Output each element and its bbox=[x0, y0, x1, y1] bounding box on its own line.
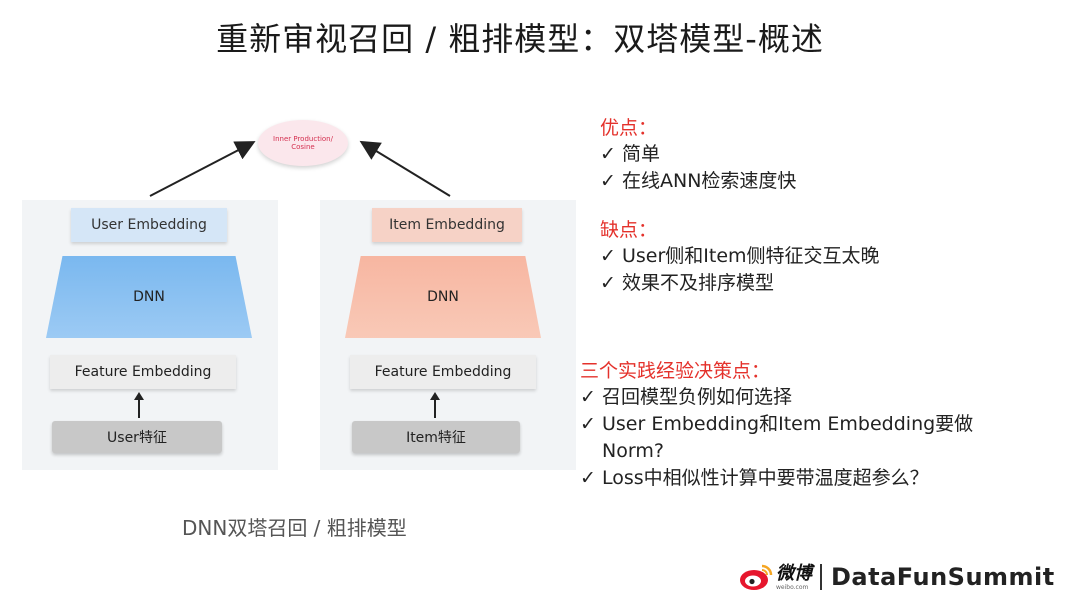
practice-item: 召回模型负例如何选择 bbox=[602, 386, 793, 408]
list-item: ✓ 在线ANN检索速度快 bbox=[600, 168, 796, 195]
list-item: ✓ 简单 bbox=[600, 141, 796, 168]
check-icon: ✓ bbox=[600, 272, 616, 294]
cons-heading: 缺点： bbox=[600, 219, 658, 241]
weibo-cn: 微博 bbox=[776, 562, 812, 584]
diagram-caption: DNN双塔召回 / 粗排模型 bbox=[182, 516, 407, 540]
cons-item: 效果不及排序模型 bbox=[622, 272, 775, 294]
user-dnn-block: DNN bbox=[46, 256, 252, 338]
user-up-arrow bbox=[134, 392, 144, 418]
item-embedding-box: Item Embedding bbox=[372, 208, 522, 242]
cons-item: User侧和Item侧特征交互太晚 bbox=[622, 245, 880, 267]
list-item: ✓ User侧和Item侧特征交互太晚 bbox=[600, 243, 880, 270]
user-embedding-box: User Embedding bbox=[71, 208, 227, 242]
list-item: ✓ 召回模型负例如何选择 bbox=[580, 384, 1050, 411]
check-icon: ✓ bbox=[600, 170, 616, 192]
pros-item: 在线ANN检索速度快 bbox=[622, 170, 797, 192]
user-features-box: User特征 bbox=[52, 421, 222, 453]
connector-arrows bbox=[149, 140, 451, 197]
two-tower-diagram: Inner Production/ Cosine User Embedding … bbox=[0, 110, 600, 540]
weibo-icon bbox=[738, 563, 774, 591]
list-item: ✓ User Embedding和Item Embedding要做Norm? bbox=[580, 411, 1050, 465]
pros-section: 优点： ✓ 简单 ✓ 在线ANN检索速度快 bbox=[600, 115, 796, 195]
check-icon: ✓ bbox=[580, 413, 596, 435]
weibo-wordmark: 微博 weibo.com bbox=[776, 562, 812, 591]
datafunsummit-brand: DataFunSummit bbox=[831, 563, 1055, 591]
item-features-box: Item特征 bbox=[352, 421, 520, 453]
user-feature-embedding: Feature Embedding bbox=[50, 355, 236, 389]
practice-heading: 三个实践经验决策点： bbox=[580, 360, 771, 382]
check-icon: ✓ bbox=[580, 467, 596, 489]
pros-heading: 优点： bbox=[600, 117, 658, 139]
practice-item: Loss中相似性计算中要带温度超参么？ bbox=[602, 467, 929, 489]
left-arrow bbox=[149, 141, 256, 197]
check-icon: ✓ bbox=[600, 143, 616, 165]
inner-product-line1: Inner Production/ bbox=[273, 134, 333, 143]
footer-logo: 微博 weibo.com DataFunSummit bbox=[738, 560, 1055, 594]
item-up-arrow bbox=[430, 392, 440, 418]
cons-section: 缺点： ✓ User侧和Item侧特征交互太晚 ✓ 效果不及排序模型 bbox=[600, 217, 880, 297]
slide-title: 重新审视召回 / 粗排模型：双塔模型-概述 bbox=[216, 20, 824, 58]
item-feature-embedding: Feature Embedding bbox=[350, 355, 536, 389]
inner-product-line2: Cosine bbox=[291, 143, 315, 151]
practice-section: 三个实践经验决策点： ✓ 召回模型负例如何选择 ✓ User Embedding和I… bbox=[580, 358, 1050, 492]
practice-item: User Embedding和Item Embedding要做Norm? bbox=[602, 413, 974, 462]
list-item: ✓ Loss中相似性计算中要带温度超参么？ bbox=[580, 465, 1050, 492]
right-arrow bbox=[359, 140, 451, 197]
pros-item: 简单 bbox=[622, 143, 661, 165]
logo-divider bbox=[820, 564, 822, 590]
check-icon: ✓ bbox=[600, 245, 616, 267]
item-dnn-block: DNN bbox=[345, 256, 541, 338]
check-icon: ✓ bbox=[580, 386, 596, 408]
weibo-en: weibo.com bbox=[776, 583, 809, 591]
list-item: ✓ 效果不及排序模型 bbox=[600, 270, 880, 297]
inner-product-node: Inner Production/ Cosine bbox=[258, 120, 348, 166]
